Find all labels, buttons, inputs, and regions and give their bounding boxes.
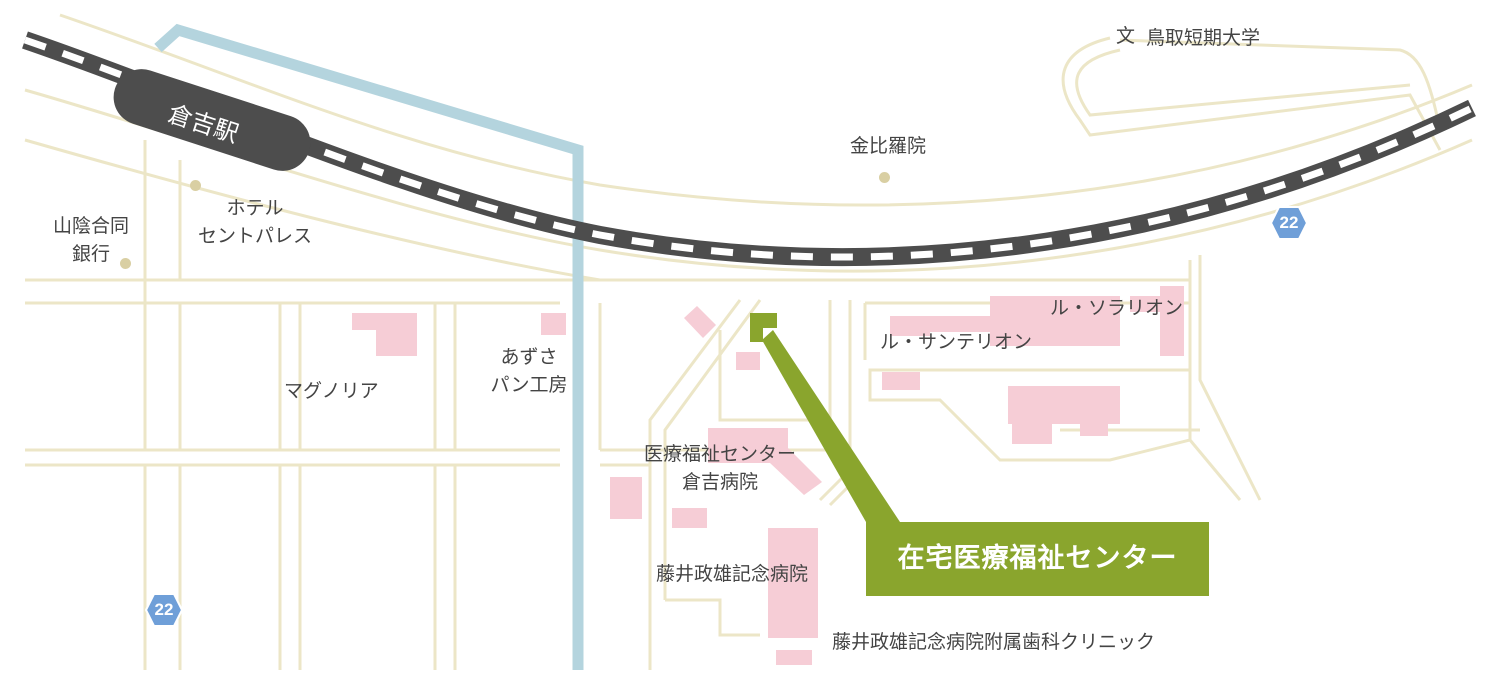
river <box>154 23 584 670</box>
bakery-label-line1: あずさ <box>500 346 558 368</box>
temple-dot <box>879 172 890 183</box>
buildings <box>352 286 1184 665</box>
college-label: 鳥取短期大学 <box>1146 27 1261 49</box>
bakery-label-line2: パン工房 <box>490 374 568 396</box>
dental-clinic-label: 藤井政雄記念病院附属歯科クリニック <box>832 631 1156 653</box>
route-22-badge-left: 22 <box>144 593 184 627</box>
temple-label: 金比羅院 <box>850 135 927 157</box>
medical-center-label: 医療福祉センター 倉吉病院 <box>630 440 810 496</box>
bakery-label: あずさ パン工房 <box>474 343 584 399</box>
medical-center-label-line1: 医療福祉センター <box>643 443 796 465</box>
hotel-dot <box>190 180 201 191</box>
hotel-label: ホテル セントパレス <box>190 194 320 250</box>
hotel-label-line1: ホテル <box>226 197 284 219</box>
bank-dot <box>120 258 131 269</box>
bank-label: 山陰合同 銀行 <box>48 212 134 268</box>
destination-callout: 在宅医療福祉センター <box>866 522 1209 596</box>
route-22-badge-right: 22 <box>1269 206 1309 240</box>
target-marker <box>750 313 777 342</box>
bank-label-line1: 山陰合同 <box>52 215 129 237</box>
sonarion-label: ル・ソラリオン <box>1050 297 1184 319</box>
college-symbol: 文 <box>1116 25 1136 47</box>
route-22-number: 22 <box>1279 213 1299 232</box>
station <box>113 69 311 171</box>
medical-center-label-line2: 倉吉病院 <box>681 471 758 493</box>
route-22-number: 22 <box>154 600 174 619</box>
santerion-label: ル・サンテリオン <box>880 331 1033 353</box>
roads <box>24 13 1473 670</box>
bank-label-line2: 銀行 <box>71 243 110 265</box>
magnolia-label: マグノリア <box>284 380 379 402</box>
hotel-label-line2: セントパレス <box>197 225 312 247</box>
fujii-hospital-label: 藤井政雄記念病院 <box>656 563 809 585</box>
callout-leader <box>762 330 900 522</box>
